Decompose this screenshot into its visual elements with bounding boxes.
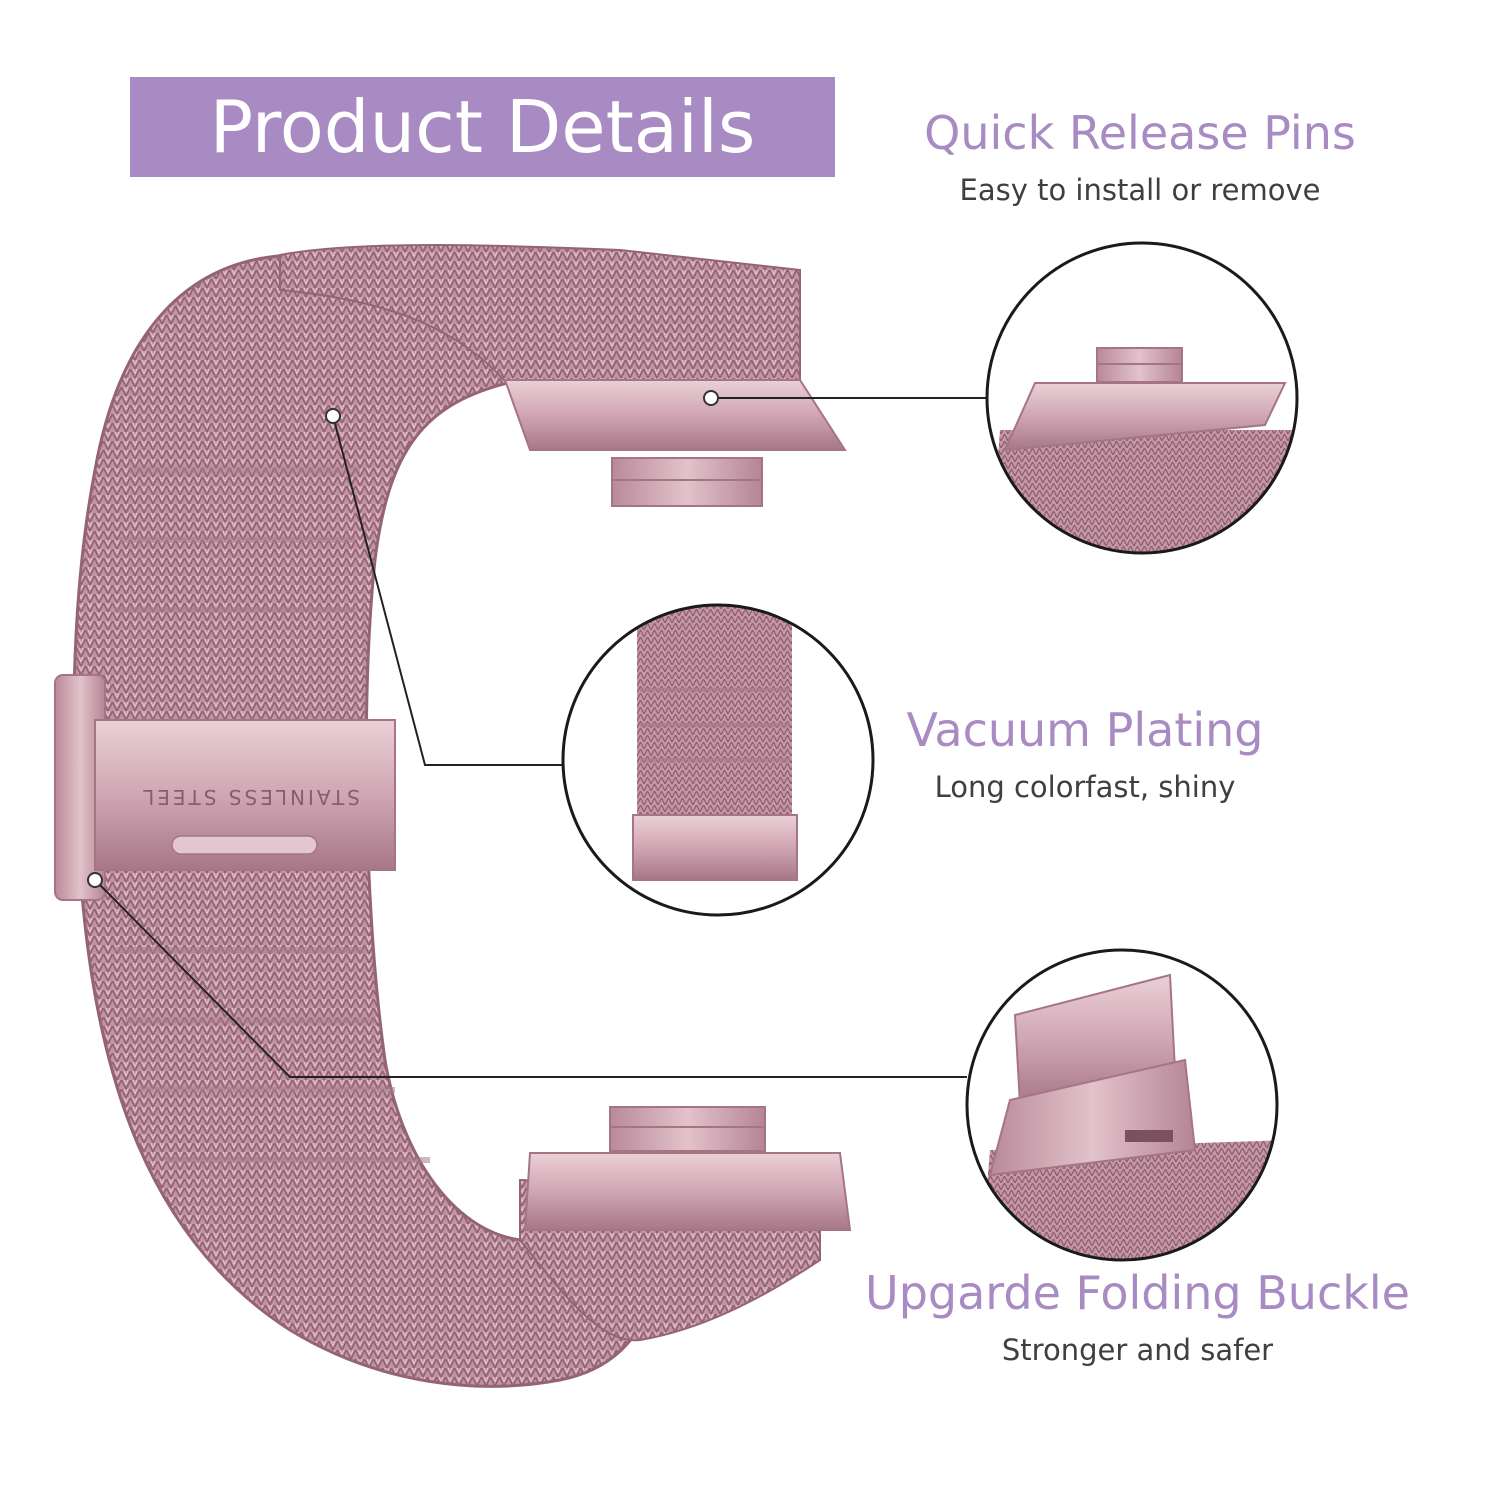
feature-subtitle: Long colorfast, shiny xyxy=(934,769,1236,804)
feature-title: Upgarde Folding Buckle xyxy=(865,1266,1410,1320)
folding-clasp: STAINLESS STEEL xyxy=(54,674,396,901)
feature-subtitle: Stronger and safer xyxy=(1001,1332,1274,1367)
mesh-swatch-icon xyxy=(561,603,875,917)
feature-vacuum-plating: Vacuum Plating Long colorfast, shiny xyxy=(880,705,1290,804)
quick-release-pin-icon xyxy=(985,241,1299,555)
title-banner: Product Details xyxy=(130,77,835,177)
feature-subtitle: Easy to install or remove xyxy=(959,172,1321,207)
callout-dots xyxy=(87,390,719,888)
feature-quick-release: Quick Release Pins Easy to install or re… xyxy=(905,108,1375,207)
feature-title: Quick Release Pins xyxy=(924,106,1356,160)
bottom-connector xyxy=(523,1106,852,1231)
folding-buckle-icon xyxy=(965,948,1279,1262)
page-title: Product Details xyxy=(209,85,756,169)
feature-folding-buckle: Upgarde Folding Buckle Stronger and safe… xyxy=(840,1268,1435,1367)
clasp-engraving: STAINLESS STEEL xyxy=(140,785,360,809)
callout-lines xyxy=(94,397,987,1078)
feature-title: Vacuum Plating xyxy=(906,703,1264,757)
